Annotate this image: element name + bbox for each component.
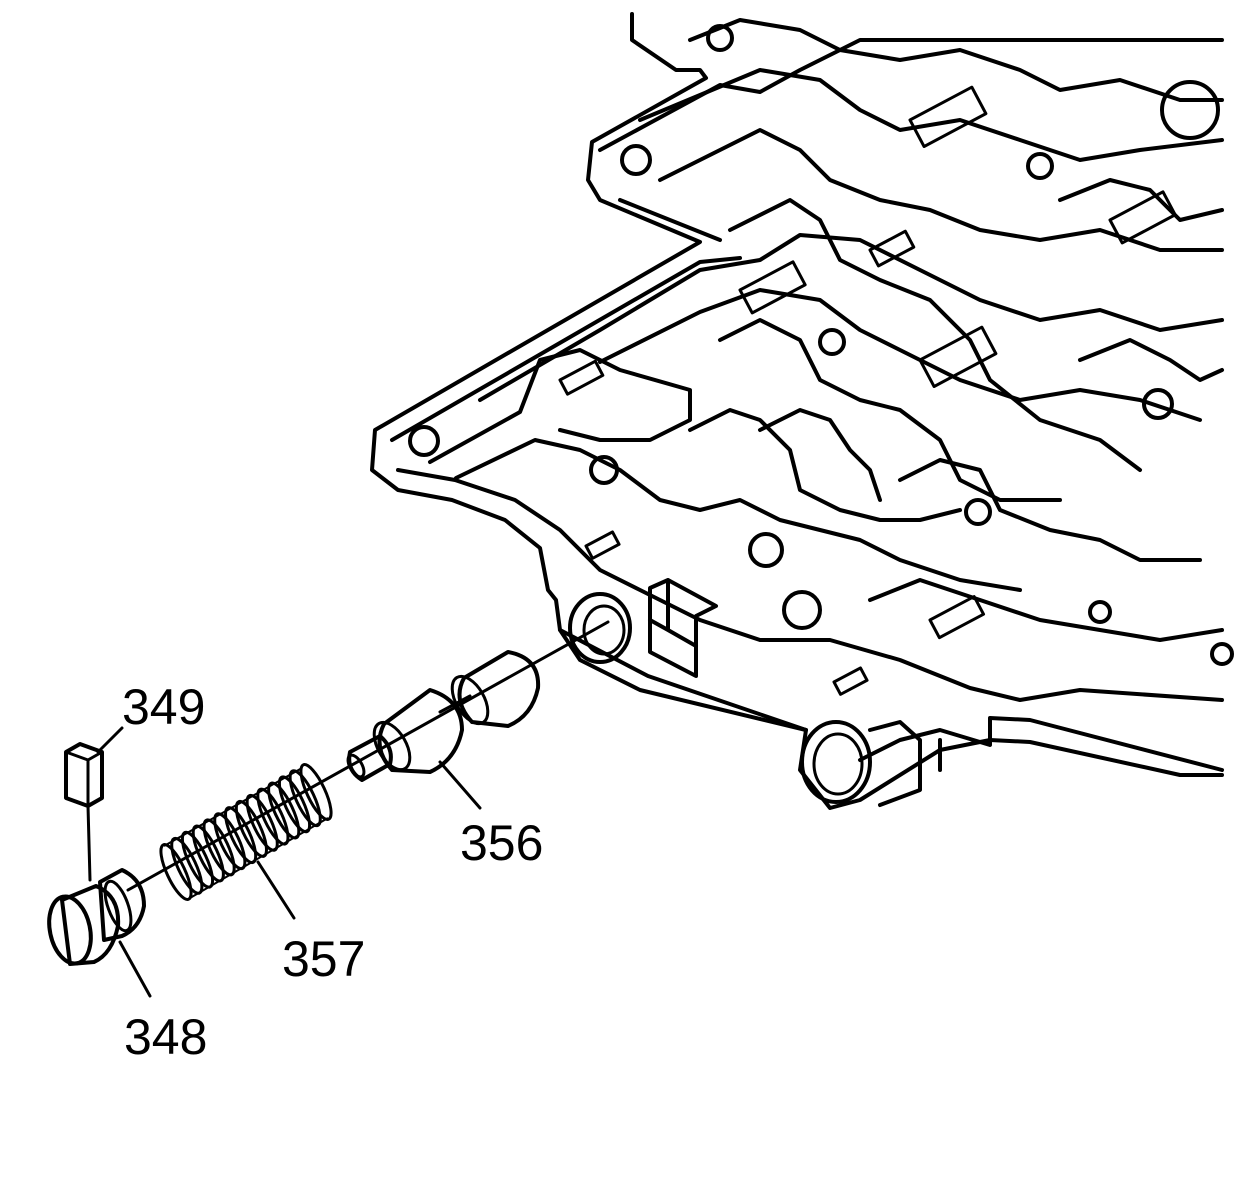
oil-passage — [658, 128, 1224, 252]
pocket — [918, 325, 998, 388]
plug-shank-groove — [103, 879, 133, 933]
spring-coil — [256, 787, 290, 846]
oil-passage — [688, 18, 1224, 102]
leader-348 — [118, 940, 152, 998]
bolt-hole — [1026, 152, 1054, 180]
bolt-hole — [818, 328, 846, 356]
pocket — [1108, 190, 1177, 245]
retainer-drop-line — [86, 804, 92, 882]
callout-label-348: 348 — [124, 1009, 207, 1065]
oil-passage — [898, 458, 1202, 562]
valve-bore-outer — [568, 592, 632, 664]
oil-passage — [428, 348, 692, 464]
pocket — [558, 359, 605, 396]
bolt-hole — [1160, 80, 1220, 140]
valve-rear-land — [457, 650, 541, 728]
spring-coil — [267, 781, 301, 840]
valve-body-pockets — [558, 85, 1177, 696]
valve-front-land-face — [372, 720, 412, 772]
oil-passage — [1058, 178, 1224, 222]
oil-passage — [728, 198, 1142, 472]
oil-passage — [478, 233, 1224, 402]
valve-body-side-wall — [558, 628, 1224, 772]
spring-coil — [159, 843, 193, 901]
end-plug-boss-flange — [868, 720, 942, 807]
oil-passage — [758, 408, 882, 502]
bolt-hole — [1210, 642, 1234, 666]
bolt-hole — [748, 532, 784, 568]
part-357-spring — [159, 763, 333, 901]
oil-passage — [1078, 338, 1224, 382]
bolt-hole — [782, 590, 822, 630]
leader-349 — [96, 726, 124, 754]
bolt-hole — [408, 425, 440, 457]
spring-coil — [299, 763, 333, 821]
spring-coil — [288, 769, 322, 828]
pocket — [868, 229, 916, 268]
retainer-edge — [64, 750, 104, 808]
retainer-slot — [648, 578, 718, 678]
end-plug-boss-outer — [800, 720, 872, 804]
bolt-hole — [1088, 600, 1112, 624]
valve-front-land — [377, 688, 464, 774]
plug-head — [60, 884, 121, 966]
valve-body — [370, 12, 1234, 810]
oil-passage — [454, 438, 1022, 592]
callout-labels: 349 348 357 356 — [122, 679, 543, 1065]
pocket — [908, 85, 988, 148]
part-356-valve — [346, 650, 541, 782]
oil-passage — [598, 288, 1202, 422]
callout-label-356: 356 — [460, 815, 543, 871]
leader-356 — [438, 760, 482, 810]
retainer-body — [64, 742, 104, 808]
spring-envelope-bottom — [189, 817, 329, 899]
pocket — [584, 530, 621, 560]
callout-label-357: 357 — [282, 931, 365, 987]
leader-357 — [256, 860, 296, 920]
part-349-retainer — [64, 742, 104, 882]
oil-passage — [688, 408, 962, 522]
plug-shank — [98, 868, 146, 942]
callout-leaders — [96, 726, 482, 998]
bolt-hole — [1142, 388, 1174, 420]
bolt-hole — [620, 144, 652, 176]
valve-body-top-rim — [390, 38, 1224, 702]
valve-body-holes — [408, 24, 1234, 666]
valve-body-outline — [370, 12, 1224, 810]
spring-envelope-top — [163, 767, 303, 847]
pocket — [928, 595, 986, 640]
end-plug-boss-inner — [812, 732, 864, 796]
oil-passage — [638, 68, 1224, 162]
bolt-hole — [706, 24, 734, 52]
bolt-hole — [589, 455, 619, 485]
callout-label-349: 349 — [122, 679, 205, 735]
valve-stem-tip — [346, 753, 366, 779]
spring-coil — [245, 793, 279, 852]
plug-head-face — [47, 894, 93, 966]
pocket — [738, 260, 807, 315]
valve-bore-inner — [582, 604, 626, 656]
spring-coil — [277, 775, 312, 834]
oil-passage — [718, 318, 1062, 502]
oil-passages — [428, 18, 1224, 642]
part-348-bore-plug — [47, 868, 146, 966]
pocket — [832, 666, 869, 696]
bolt-hole — [964, 498, 992, 526]
oil-passage — [868, 578, 1224, 642]
